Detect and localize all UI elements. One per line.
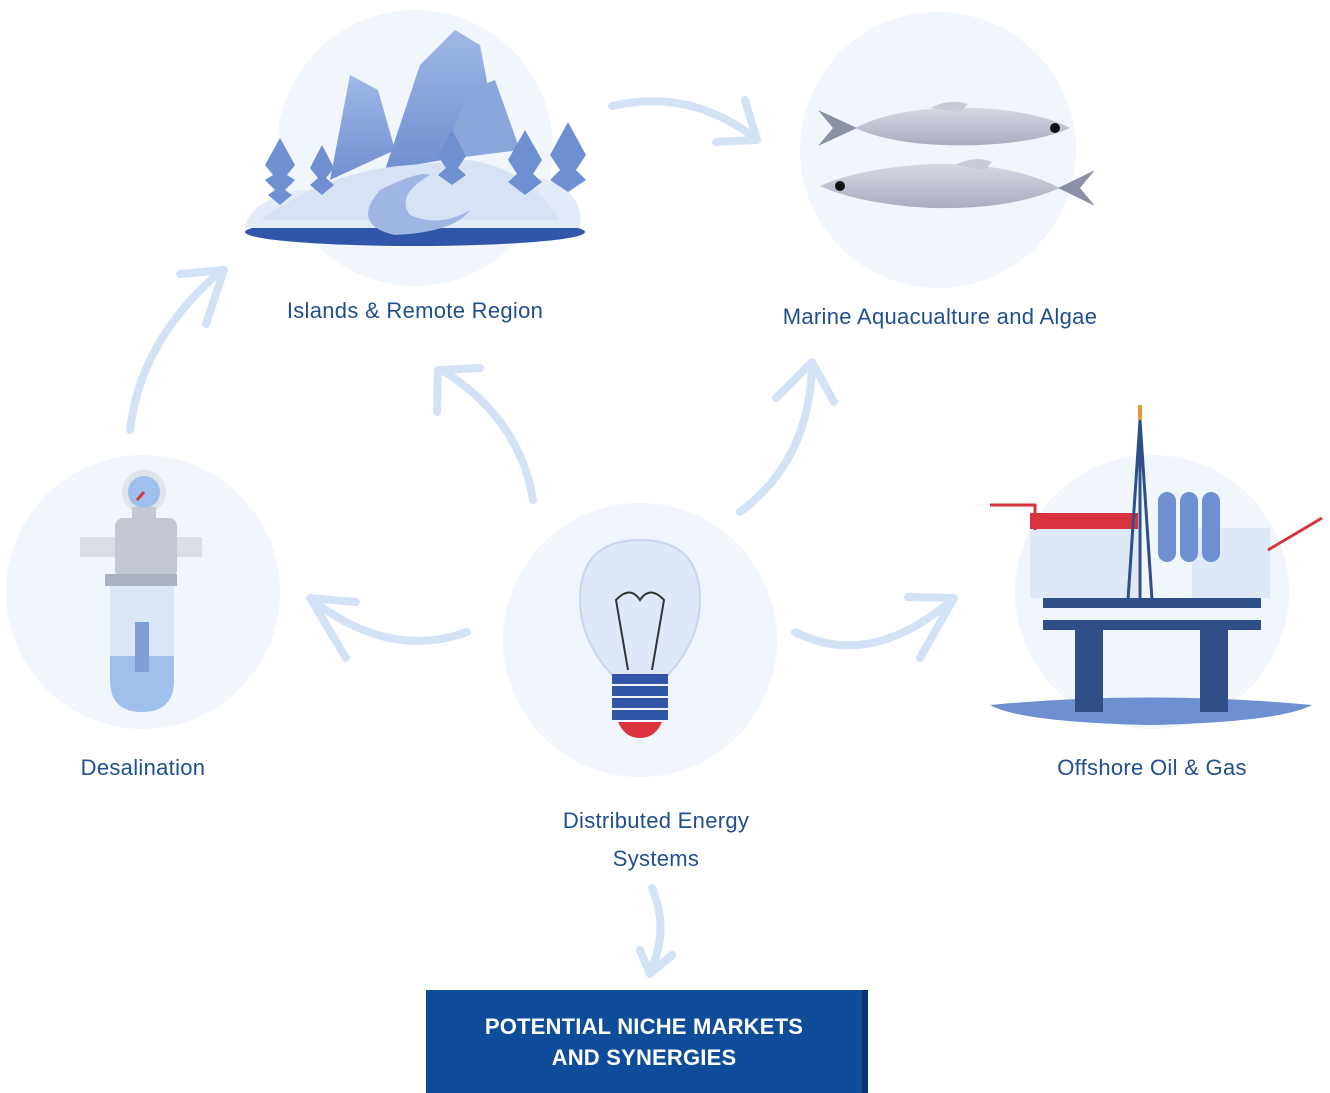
fish-icon — [818, 101, 1095, 209]
oil-rig-icon — [990, 405, 1323, 725]
arrow-des-to-desal-head — [306, 594, 360, 662]
arrow-des-to-islands — [441, 368, 537, 504]
cta-line1: POTENTIAL NICHE MARKETS — [484, 1013, 804, 1039]
marine-bg-circle — [800, 12, 1076, 288]
arrow-islands-to-marine-head — [712, 96, 761, 146]
arrow-des-to-desal — [308, 596, 471, 645]
cta-line2: AND SYNERGIES — [551, 1044, 737, 1070]
arrow-des-to-islands-head — [433, 364, 484, 416]
arrow-des-to-cta-head — [636, 946, 676, 978]
arrow-des-to-cta — [646, 884, 665, 976]
marine-label: Marine Aquacualture and Algae — [782, 304, 1098, 329]
des-label-line1: Distributed Energy — [562, 808, 750, 833]
niche-markets-banner: POTENTIAL NICHE MARKETS AND SYNERGIES — [426, 990, 868, 1093]
arrow-desal-to-islands-head — [176, 266, 228, 328]
arrow-des-to-marine — [736, 360, 816, 516]
islands-label: Islands & Remote Region — [286, 298, 544, 323]
water-filter-icon — [80, 470, 202, 712]
arrow-des-to-marine-head — [772, 358, 838, 406]
des-label: Distributed Energy Systems — [520, 802, 792, 878]
arrow-desal-to-islands — [126, 266, 226, 434]
lightbulb-icon — [578, 538, 702, 738]
island-mountains-icon — [245, 30, 586, 246]
des-label-line2: Systems — [612, 846, 700, 871]
arrow-des-to-offshore — [791, 596, 956, 650]
arrow-des-to-offshore-head — [904, 593, 958, 662]
arrow-islands-to-marine — [608, 97, 759, 142]
desalination-label: Desalination — [80, 755, 206, 780]
offshore-label: Offshore Oil & Gas — [1057, 755, 1247, 780]
flow-arrows — [126, 96, 958, 978]
